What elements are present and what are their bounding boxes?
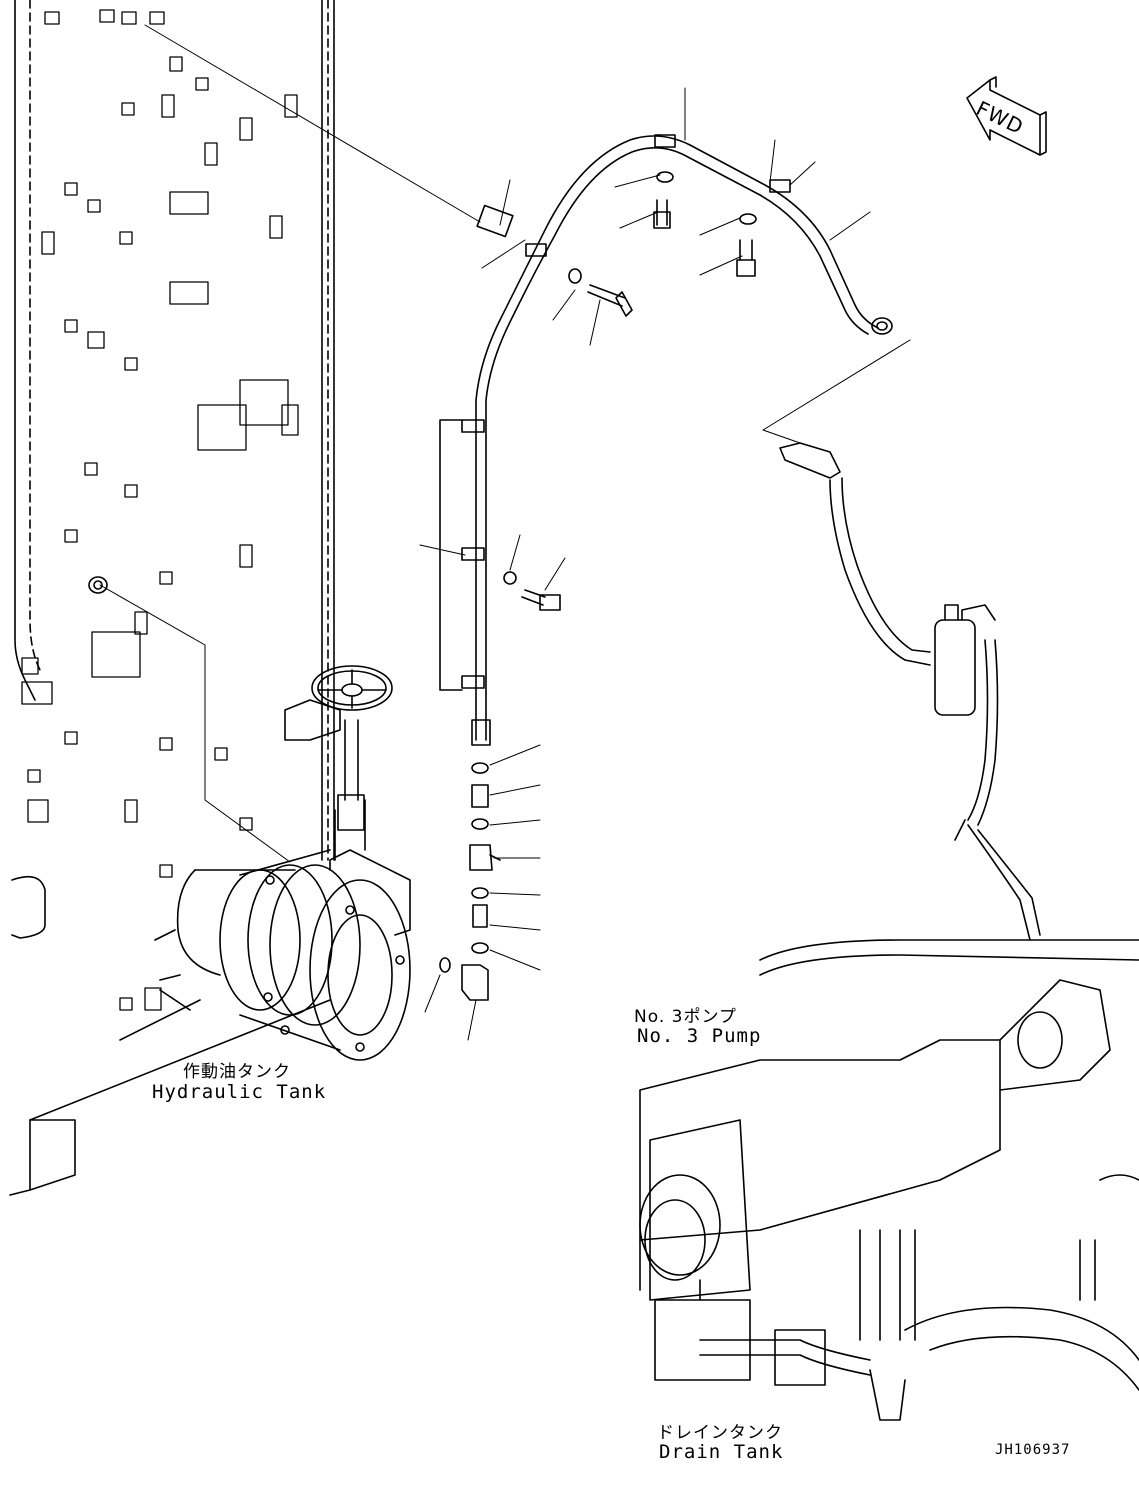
no3-pump <box>639 939 1139 1421</box>
hydraulic-tank-label-jp: 作動油タンク <box>183 1062 291 1082</box>
leader-lines <box>99 24 911 863</box>
drawing-number: JH106937 <box>995 1442 1071 1458</box>
tank-frame <box>9 0 335 1196</box>
tube-fasteners <box>476 171 757 611</box>
hydraulic-tank-valve <box>88 576 411 1061</box>
drain-tank-label-jp: ドレインタンク <box>657 1423 783 1443</box>
hydraulic-tank-label-en: Hydraulic Tank <box>152 1081 327 1103</box>
no3-pump-label-en: No. 3 Pump <box>637 1025 762 1047</box>
fittings-stack <box>439 762 501 1001</box>
callout-leaders <box>419 87 871 1041</box>
wall-brackets <box>21 9 299 1011</box>
right-hose-assembly <box>779 442 1041 941</box>
forward-arrow-icon <box>966 76 1047 156</box>
main-tube <box>439 134 893 746</box>
drain-tank-label-en: Drain Tank <box>659 1441 784 1463</box>
handwheel <box>284 665 393 831</box>
no3-pump-label-jp: No. 3ポンプ <box>634 1007 737 1027</box>
